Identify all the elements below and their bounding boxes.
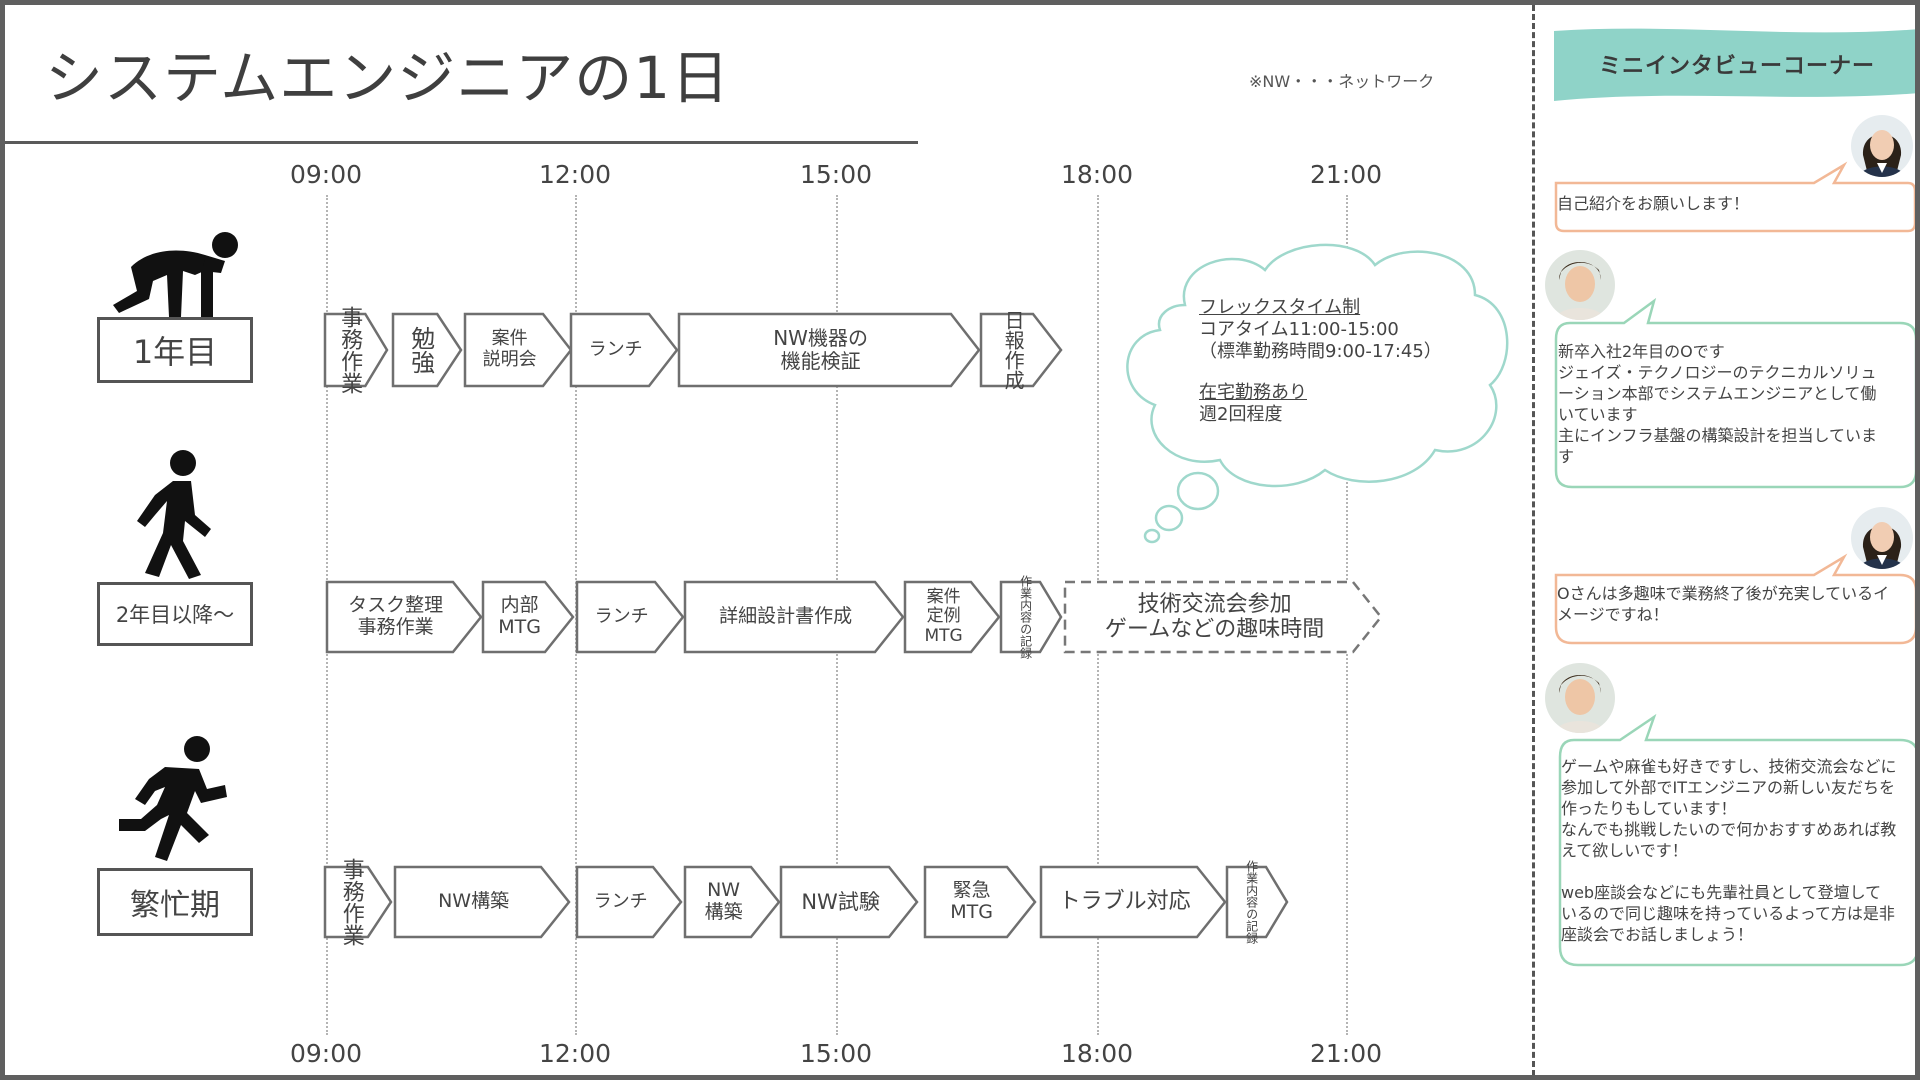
schedule-task-chevron <box>677 312 981 388</box>
schedule-task-chevron <box>1225 865 1289 939</box>
level-box-second-year: 2年目以降～ <box>97 582 253 646</box>
schedule-task-chevron <box>323 865 393 939</box>
level-label: 2年目以降～ <box>115 603 235 627</box>
schedule-task-label: NW試験 <box>801 889 880 914</box>
schedule-task-label: 作業内容の記録 <box>1244 860 1259 944</box>
page-title: システムエンジニアの1日 <box>45 44 731 112</box>
schedule-task-label: 日報作成 <box>1001 310 1026 390</box>
schedule-task-label: トラブル対応 <box>1058 889 1191 915</box>
core-time: コアタイム11:00-15:00 <box>1199 319 1399 340</box>
schedule-task-chevron <box>1039 865 1227 939</box>
schedule-task-label: NW構築 <box>438 890 510 913</box>
level-box-first-year: 1年目 <box>97 317 253 383</box>
schedule-task-label: 内部 MTG <box>498 594 541 638</box>
schedule-task-chevron <box>923 865 1037 939</box>
schedule-task-chevron <box>463 312 573 388</box>
time-tick-label-bottom: 09:00 <box>289 1039 363 1068</box>
level-box-busy-season: 繁忙期 <box>97 868 253 936</box>
schedule-task-chevron <box>903 580 1001 654</box>
schedule-task-chevron <box>683 865 781 939</box>
interviewer-avatar <box>1851 507 1913 569</box>
sidebar-graphics <box>1554 28 1915 967</box>
thought-cloud <box>1126 243 1509 544</box>
schedule-task-label: NW機器の 機能検証 <box>773 326 868 373</box>
engineer-avatar <box>1545 663 1615 733</box>
time-tick-label-bottom: 18:00 <box>1060 1039 1134 1068</box>
schedule-task-chevron <box>569 312 679 388</box>
schedule-task-label: 技術交流会参加 ゲームなどの趣味時間 <box>1104 591 1325 642</box>
abbreviation-note: ※NW・・・ネットワーク <box>1249 72 1435 91</box>
remote-frequency: 週2回程度 <box>1199 404 1283 425</box>
level-label: 繁忙期 <box>130 888 220 923</box>
time-tick-label-top: 21:00 <box>1309 160 1383 189</box>
work-style-info: フレックスタイム制 コアタイム11:00-15:00 （標準勤務時間9:00-1… <box>1199 297 1442 426</box>
time-tick-label-top: 15:00 <box>799 160 873 189</box>
schedule-task-chevron <box>393 865 571 939</box>
chat-message-interviewer: Oさんは多趣味で業務終了後が充実しているイメージですね！ <box>1557 584 1890 624</box>
chat-message-interviewer: 自己紹介をお願いします！ <box>1557 194 1750 213</box>
schedule-task-label: 事務作業 <box>338 858 364 946</box>
schedule-task-chevron <box>1063 580 1383 654</box>
time-tick-label-top: 18:00 <box>1060 160 1134 189</box>
schedule-task-label: 緊急 MTG <box>950 879 993 923</box>
engineer-avatar <box>1545 250 1615 320</box>
level-label: 1年目 <box>132 333 218 371</box>
interviewer-avatar <box>1851 115 1913 177</box>
schedule-task-label: ランチ <box>588 338 643 360</box>
chat-message-engineer: ゲームや麻雀も好きですし、技術交流会などに参加して外部でITエンジニアの新しい友… <box>1561 757 1897 944</box>
time-tick-label-bottom: 15:00 <box>799 1039 873 1068</box>
standard-hours: （標準勤務時間9:00-17:45） <box>1199 341 1442 362</box>
schedule-task-label: 作業内容の記録 <box>1018 575 1033 659</box>
schedule-task-chevron <box>575 580 685 654</box>
time-tick-label-top: 12:00 <box>538 160 612 189</box>
schedule-task-label: 事務作業 <box>337 306 363 394</box>
schedule-task-label: ランチ <box>594 605 649 627</box>
walking-person-icon <box>137 450 211 579</box>
schedule-task-chevron <box>481 580 575 654</box>
flex-title: フレックスタイム制 <box>1199 297 1361 318</box>
schedule-task-label: NW 構築 <box>704 879 743 923</box>
schedule-task-label: 案件 説明会 <box>482 328 537 370</box>
running-person-icon <box>119 736 227 861</box>
time-tick-label-top: 09:00 <box>289 160 363 189</box>
schedule-task-chevron <box>325 580 483 654</box>
remote-title: 在宅勤務あり <box>1199 382 1307 403</box>
schedule-task-chevron <box>683 580 905 654</box>
crouching-start-person-icon <box>113 232 238 317</box>
schedule-task-chevron <box>779 865 919 939</box>
schedule-task-chevron <box>323 312 389 388</box>
title-underline <box>5 141 918 144</box>
schedule-task-label: タスク整理 事務作業 <box>348 594 444 638</box>
sidebar-divider <box>1532 5 1535 1075</box>
schedule-task-label: 案件 定例 MTG <box>924 586 963 646</box>
schedule-task-chevron <box>391 312 463 388</box>
time-tick-label-bottom: 12:00 <box>538 1039 612 1068</box>
schedule-task-label: ランチ <box>593 890 648 912</box>
time-tick-label-bottom: 21:00 <box>1309 1039 1383 1068</box>
schedule-task-chevron <box>979 312 1063 388</box>
schedule-task-chevron <box>575 865 683 939</box>
chat-message-engineer: 新卒入社2年目のOです ジェイズ・テクノロジーのテクニカルソリューション本部でシ… <box>1558 342 1878 466</box>
schedule-task-chevron <box>999 580 1063 654</box>
schedule-task-label: 詳細設計書作成 <box>719 605 853 628</box>
schedule-task-label: 勉強 <box>406 326 435 374</box>
sidebar-title: ミニインタビューコーナー <box>1598 54 1875 79</box>
